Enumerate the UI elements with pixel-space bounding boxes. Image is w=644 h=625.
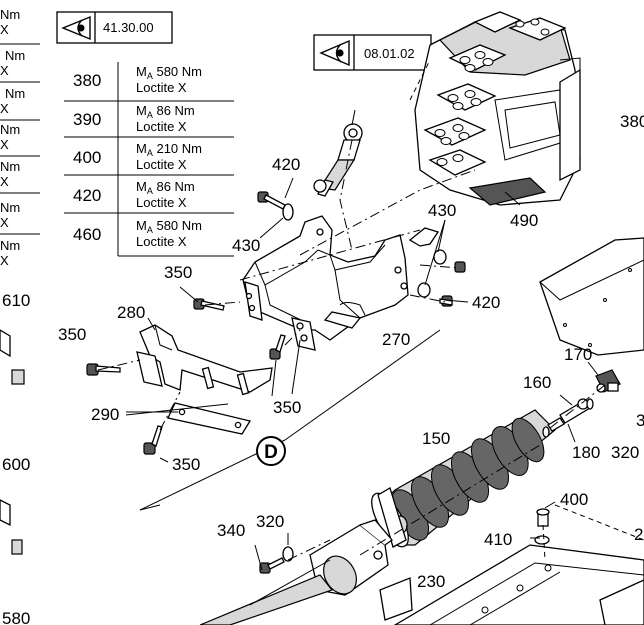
table-row: 380 MA 580 Nm Loctite X xyxy=(73,64,202,95)
bolt-350 xyxy=(193,298,225,311)
callout-label: 180 xyxy=(572,443,600,462)
seal-180 xyxy=(542,398,594,438)
view-reference-a[interactable]: 41.30.00 xyxy=(56,11,173,44)
bracket-270 xyxy=(242,215,409,351)
section-marker-letter: D xyxy=(264,442,278,463)
callout-label: 170 xyxy=(564,345,592,364)
bolt-400 xyxy=(534,508,550,545)
left-edge-label: Nm xyxy=(0,122,20,137)
callout-label: 160 xyxy=(523,373,551,392)
table-thread-lock: Loctite X xyxy=(136,234,187,249)
table-torque-value: MA 210 Nm xyxy=(136,141,202,158)
section-marker-d[interactable]: D xyxy=(256,436,286,466)
eye-icon xyxy=(319,39,350,67)
table-row: 460 MA 580 Nm Loctite X xyxy=(73,218,202,249)
left-edge-label: Nm xyxy=(0,200,20,215)
callout-label: 350 xyxy=(164,263,192,282)
frame-right xyxy=(539,68,644,356)
table-thread-lock: Loctite X xyxy=(136,157,187,172)
callout-label: 380 xyxy=(620,112,644,131)
bolt-420 xyxy=(433,249,466,273)
callout-leaders xyxy=(125,177,599,571)
table-torque-value: MA 580 Nm xyxy=(136,218,202,235)
left-edge-label: Nm xyxy=(5,48,25,63)
plate-280 xyxy=(136,324,273,396)
bolt-420 xyxy=(257,191,294,221)
table-torque-value: MA 86 Nm xyxy=(136,179,195,196)
table-thread-lock: Loctite X xyxy=(136,195,187,210)
bolt-420 xyxy=(417,282,453,307)
table-thread-lock: Loctite X xyxy=(136,119,187,134)
torque-table: 380 MA 580 Nm Loctite X 390 MA 86 Nm Loc… xyxy=(64,62,234,257)
left-edge-label: Nm xyxy=(0,159,20,174)
callout-label: 150 xyxy=(422,429,450,448)
tensioner-cylinder xyxy=(199,519,393,625)
callout-label: 340 xyxy=(217,521,245,540)
bolt-350 xyxy=(269,334,286,360)
plate-290 xyxy=(167,402,252,435)
callout-label: 2 xyxy=(634,525,643,544)
callout-label: 320 xyxy=(256,512,284,531)
table-part-number: 400 xyxy=(73,148,101,167)
left-edge-label: 600 xyxy=(2,455,30,474)
callout-label: 400 xyxy=(560,490,588,509)
left-edge-label: X xyxy=(0,22,9,37)
table-thread-lock: Loctite X xyxy=(136,80,187,95)
callout-label: 430 xyxy=(232,236,260,255)
callout-label: 420 xyxy=(472,293,500,312)
left-edge-label: X xyxy=(0,215,9,230)
left-edge-label: X xyxy=(0,101,9,116)
table-part-number: 420 xyxy=(73,186,101,205)
view-reference-a-code: 41.30.00 xyxy=(103,20,154,35)
callout-label: 320 xyxy=(611,443,639,462)
left-edge-label: X xyxy=(0,253,9,268)
tension-cylinder xyxy=(313,109,363,197)
left-edge-label: 610 xyxy=(2,291,30,310)
callout-label: 3 xyxy=(636,411,644,430)
callout-label: 350 xyxy=(172,455,200,474)
track-assembly-490 xyxy=(414,11,581,206)
view-reference-b[interactable]: 08.01.02 xyxy=(313,34,432,71)
table-row: 390 MA 86 Nm Loctite X xyxy=(73,103,195,134)
callout-label: 350 xyxy=(58,325,86,344)
left-edge-label: 580 xyxy=(2,609,30,625)
bolt-340 xyxy=(259,546,294,574)
bolt-350 xyxy=(86,363,121,376)
recoil-spring-150 xyxy=(371,409,556,548)
callout-label: 430 xyxy=(428,201,456,220)
left-edge-label: X xyxy=(0,137,9,152)
table-torque-value: MA 86 Nm xyxy=(136,103,195,120)
callout-label: 490 xyxy=(510,211,538,230)
callout-label: 420 xyxy=(272,155,300,174)
table-torque-value: MA 580 Nm xyxy=(136,64,202,81)
left-edge-labels: Nm X Nm X Nm X Nm X Nm X Nm X Nm X 610 6… xyxy=(0,7,40,625)
callout-label: 230 xyxy=(417,572,445,591)
bolts-and-washers xyxy=(86,191,550,574)
left-edge-label: X xyxy=(0,174,9,189)
table-part-number: 390 xyxy=(73,110,101,129)
callout-label: 280 xyxy=(117,303,145,322)
left-edge-label: Nm xyxy=(0,7,20,22)
eye-icon xyxy=(61,15,91,41)
left-edge-label: X xyxy=(0,63,9,78)
table-part-number: 380 xyxy=(73,71,101,90)
table-row: 420 MA 86 Nm Loctite X xyxy=(73,179,195,210)
table-part-number: 460 xyxy=(73,225,101,244)
callout-label: 350 xyxy=(273,398,301,417)
left-edge-label: Nm xyxy=(0,238,20,253)
callout-label: 410 xyxy=(484,530,512,549)
table-row: 400 MA 210 Nm Loctite X xyxy=(73,141,202,172)
view-reference-b-code: 08.01.02 xyxy=(364,46,415,61)
callout-labels: 420 430 350 280 350 290 350 350 270 430 … xyxy=(58,112,644,591)
assembly-lines xyxy=(97,59,644,561)
callout-label: 270 xyxy=(382,330,410,349)
callout-label: 290 xyxy=(91,405,119,424)
frame-bottom xyxy=(379,544,644,625)
bolt-350 xyxy=(143,425,163,455)
left-edge-label: Nm xyxy=(5,86,25,101)
